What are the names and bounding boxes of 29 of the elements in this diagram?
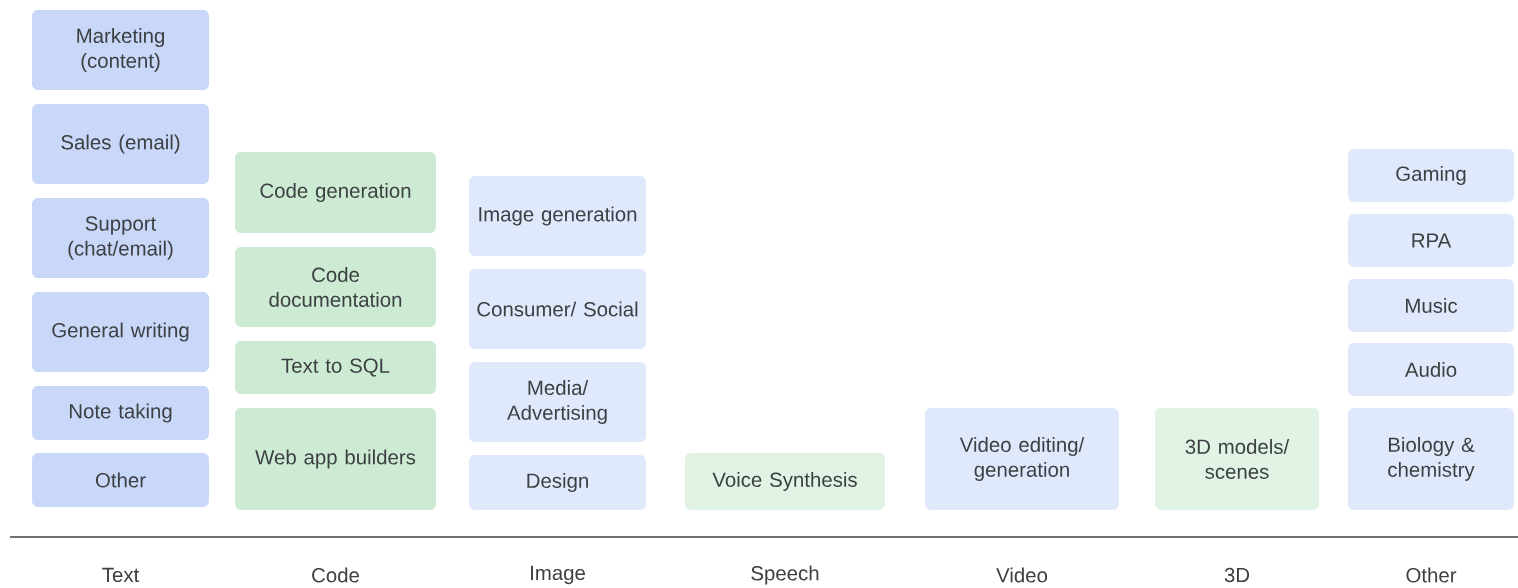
- category-box: Media/ Advertising: [469, 362, 646, 442]
- category-box: Audio: [1348, 343, 1514, 396]
- category-box: Code generation: [235, 152, 436, 233]
- axis-label: Image: [531, 565, 585, 585]
- axis-label: Other: [1406, 567, 1457, 583]
- category-box: Marketing (content): [32, 10, 209, 90]
- category-box: Voice Synthesis: [685, 453, 885, 510]
- category-box: Image generation: [469, 176, 646, 256]
- axis-label: Video: [996, 567, 1048, 583]
- category-box: Design: [469, 455, 646, 510]
- category-box: Text to SQL: [235, 341, 436, 394]
- category-box: Consumer/ Social: [469, 269, 646, 349]
- category-box: Note taking: [32, 386, 209, 440]
- category-box: Music: [1348, 279, 1514, 332]
- category-box: General writing: [32, 292, 209, 372]
- axis-label: 3D: [1224, 567, 1250, 583]
- category-box: Video editing/ generation: [925, 408, 1119, 510]
- category-box: Gaming: [1348, 149, 1514, 202]
- category-box: Other: [32, 453, 209, 507]
- axis-label: Text: [102, 567, 140, 583]
- category-box: RPA: [1348, 214, 1514, 267]
- category-box: Sales (email): [32, 104, 209, 184]
- category-box: Web app builders: [235, 408, 436, 510]
- category-box: Support (chat/email): [32, 198, 209, 278]
- category-box: Biology & chemistry: [1348, 408, 1514, 510]
- category-box: Code documentation: [235, 247, 436, 327]
- axis-label: Speech: [751, 565, 819, 585]
- axis-label: Code: [312, 567, 359, 583]
- category-box: 3D models/ scenes: [1155, 408, 1319, 510]
